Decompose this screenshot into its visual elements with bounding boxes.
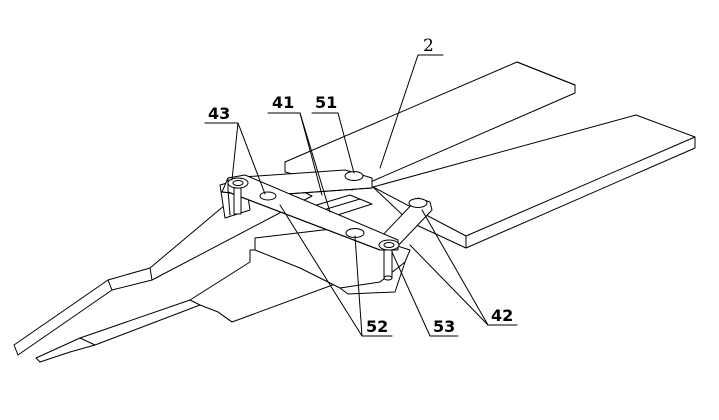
label-2: 2 bbox=[423, 36, 434, 56]
label-53: 53 bbox=[433, 317, 455, 336]
leader-lines bbox=[204, 54, 518, 337]
axle-pins bbox=[233, 187, 393, 281]
label-51: 51 bbox=[315, 93, 337, 112]
label-52: 52 bbox=[366, 317, 388, 336]
label-41: 41 bbox=[272, 93, 294, 112]
label-43: 43 bbox=[208, 104, 230, 123]
upper-plate bbox=[284, 61, 576, 191]
label-42: 42 bbox=[491, 306, 513, 325]
